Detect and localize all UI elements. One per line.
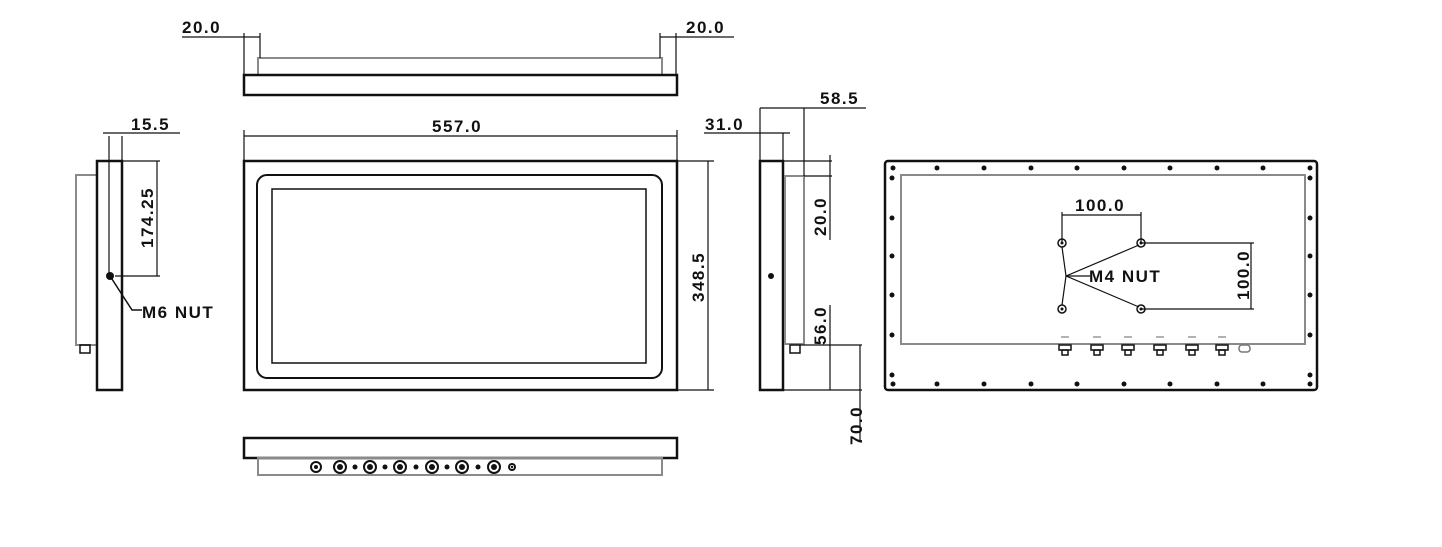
bolt-icon [889, 332, 895, 338]
bolt-icon [981, 165, 987, 171]
front-view: 557.0 348.5 [242, 117, 714, 392]
dim-right-top-offset: 20.0 [811, 197, 830, 236]
bottom-view [242, 436, 679, 476]
bolt-icon [889, 215, 895, 221]
connector-center [491, 464, 497, 470]
bolt-icon [1121, 381, 1127, 387]
bolt-icon [934, 381, 940, 387]
connector-center [337, 464, 343, 470]
bolt-icon [889, 372, 895, 378]
connector-center [397, 464, 403, 470]
connector-center [459, 464, 465, 470]
bolt-icon [890, 381, 896, 387]
bolt-icon [1307, 292, 1313, 298]
dim-side-thickness: 15.5 [131, 115, 170, 134]
bolt-icon [1307, 332, 1313, 338]
bolt-icon [1167, 381, 1173, 387]
label-m6-nut: M6 NUT [142, 303, 214, 322]
dim-top-left-offset: 20.0 [182, 18, 221, 37]
bolt-icon [1028, 165, 1034, 171]
dim-width: 557.0 [432, 117, 482, 136]
right-side-view: 58.5 31.0 20.0 56.0 70.0 [704, 89, 866, 445]
bolt-icon [1307, 372, 1313, 378]
top-view: 20.0 20.0 [182, 18, 734, 97]
bolt-icon [1307, 253, 1313, 259]
connector-icon [1061, 349, 1069, 356]
connector-icon [1124, 349, 1132, 356]
dim-height: 348.5 [689, 252, 708, 302]
bolt-icon [1167, 165, 1173, 171]
connector-icon [333, 460, 347, 474]
bolt-icon [889, 292, 895, 298]
bolt-icon [1260, 165, 1266, 171]
indicator-icon [382, 464, 388, 470]
label-m4-nut: M4 NUT [1089, 267, 1161, 286]
bolt-icon [889, 175, 895, 181]
bolt-icon [934, 165, 940, 171]
dim-total-depth: 58.5 [820, 89, 859, 108]
back-view: 100.0 100.0 M4 NUT [883, 159, 1319, 392]
bolt-icon [1214, 165, 1220, 171]
connector-center [429, 464, 435, 470]
connector-center [510, 465, 514, 469]
bolt-icon [1121, 165, 1127, 171]
indicator-icon [444, 464, 450, 470]
connector-center [367, 464, 373, 470]
mount-hole-icon [768, 273, 774, 279]
bottom-connectors [310, 460, 516, 474]
dim-right-bottom-offset: 56.0 [811, 306, 830, 345]
bolt-icon [1074, 165, 1080, 171]
bolt-icon [1074, 381, 1080, 387]
connector-icon [310, 461, 322, 473]
indicator-icon [413, 464, 419, 470]
connector-center [314, 465, 318, 469]
connector-icon [1218, 349, 1226, 356]
bolt-icon [889, 253, 895, 259]
connector-icon [1093, 349, 1101, 356]
left-side-view: 15.5 174.25 M6 NUT [75, 115, 214, 392]
bolt-icon [890, 165, 896, 171]
bolt-holes [889, 165, 1313, 387]
connector-icon [1188, 349, 1196, 356]
indicator-icon [352, 464, 358, 470]
connector-icon [508, 463, 516, 471]
dim-top-right-offset: 20.0 [686, 18, 725, 37]
m4-nut-center [1060, 307, 1064, 311]
connector-icon [363, 460, 377, 474]
back-connectors [1058, 336, 1251, 356]
dim-vesa-horizontal: 100.0 [1075, 196, 1125, 215]
connector-icon [487, 460, 501, 474]
bolt-icon [1214, 381, 1220, 387]
dim-connector-offset: 70.0 [847, 406, 866, 445]
dim-vesa-vertical: 100.0 [1234, 250, 1253, 300]
connector-icon [393, 460, 407, 474]
bolt-icon [1028, 381, 1034, 387]
indicator-icon [475, 464, 481, 470]
bolt-icon [1260, 381, 1266, 387]
connector-icon [1156, 349, 1164, 356]
dim-frame-depth: 31.0 [705, 115, 744, 134]
bolt-icon [1307, 165, 1313, 171]
bolt-icon [981, 381, 987, 387]
connector-icon [455, 460, 469, 474]
dim-nut-height: 174.25 [138, 187, 157, 248]
bolt-icon [1307, 215, 1313, 221]
bolt-icon [1307, 175, 1313, 181]
connector-icon [425, 460, 439, 474]
bolt-icon [1307, 381, 1313, 387]
power-connector-icon [1238, 344, 1251, 353]
